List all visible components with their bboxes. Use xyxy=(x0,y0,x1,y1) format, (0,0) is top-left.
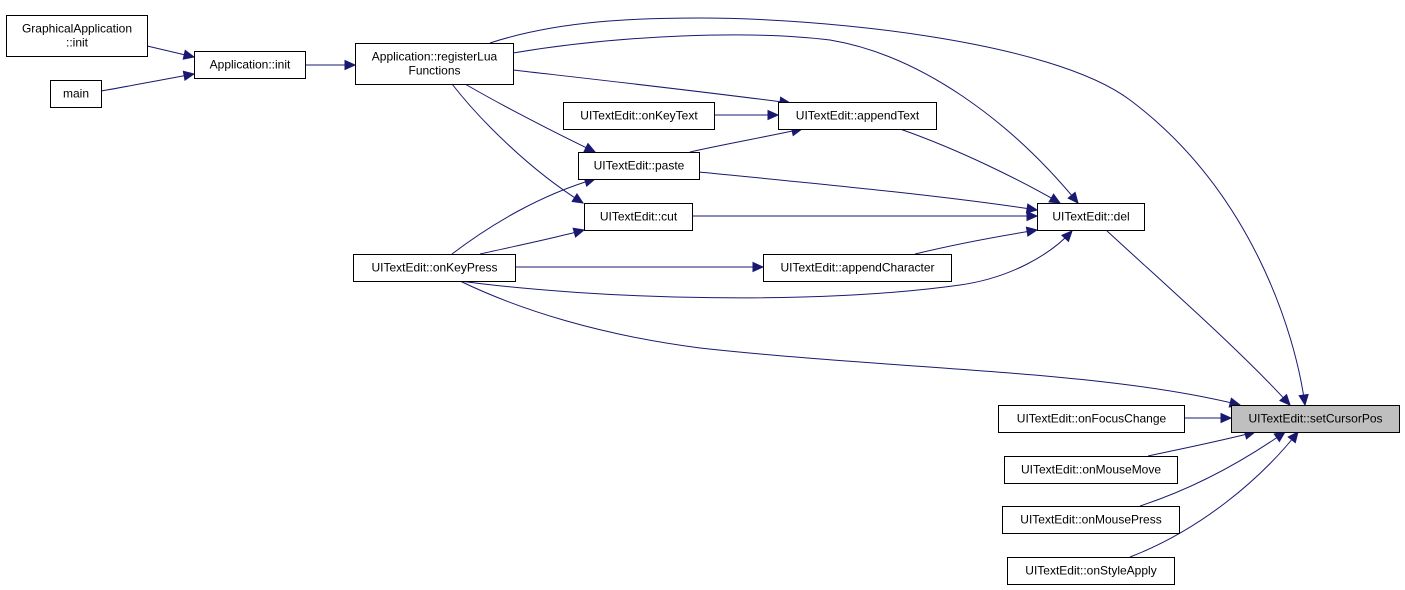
node-main[interactable]: main xyxy=(50,80,102,108)
edge-uitextedit-paste-to-uitextedit-del-arrowhead xyxy=(1025,203,1039,214)
edge-uitextedit-appendcharacter-to-uitextedit-del-arrowhead xyxy=(1025,226,1039,237)
edge-application-register-lua-functions-to-uitextedit-cut-arrowhead xyxy=(571,192,585,204)
edge-application-init-to-application-register-lua-functions-arrowhead xyxy=(344,59,357,71)
node-label: Application::init xyxy=(210,58,291,72)
edge-uitextedit-paste-to-uitextedit-appendtext xyxy=(689,128,803,153)
edge-uitextedit-del-to-uitextedit-setcursorpos xyxy=(1105,229,1291,406)
edge-uitextedit-onmousepress-to-uitextedit-setcursorpos xyxy=(1139,431,1286,507)
node-label: UITextEdit::onMousePress xyxy=(1020,513,1161,527)
edge-uitextedit-onmousepress-to-uitextedit-setcursorpos-arrowhead xyxy=(1273,431,1286,443)
node-label: Application::registerLua xyxy=(372,50,498,64)
edge-uitextedit-onfocuschange-to-uitextedit-setcursorpos-arrowhead xyxy=(1220,412,1233,424)
node-label: UITextEdit::onKeyPress xyxy=(371,261,497,275)
node-uitextedit-cut[interactable]: UITextEdit::cut xyxy=(584,203,693,231)
node-box[interactable] xyxy=(353,254,516,282)
node-box[interactable] xyxy=(1037,203,1145,231)
node-label: UITextEdit::setCursorPos xyxy=(1248,412,1382,426)
node-uitextedit-setcursorpos[interactable]: UITextEdit::setCursorPos xyxy=(1231,405,1400,433)
edge-uitextedit-appendcharacter-to-uitextedit-del xyxy=(914,229,1038,255)
node-box[interactable] xyxy=(1004,456,1178,484)
edge-application-register-lua-functions-to-uitextedit-del-arrowhead xyxy=(1067,191,1079,204)
edge-application-register-lua-functions-to-uitextedit-setcursorpos-arrowhead xyxy=(1298,393,1309,407)
edge-uitextedit-onkeypress-to-uitextedit-cut xyxy=(479,229,585,255)
edge-uitextedit-onkeypress-to-uitextedit-del-arrowhead xyxy=(1060,230,1073,243)
node-label: UITextEdit::cut xyxy=(600,210,678,224)
edge-uitextedit-paste-to-uitextedit-del xyxy=(698,171,1038,211)
edge-uitextedit-onkeypress-to-uitextedit-appendcharacter-arrowhead xyxy=(752,261,765,273)
edge-main-to-application-init xyxy=(100,73,195,92)
edge-main-to-application-init-arrowhead xyxy=(182,70,196,82)
node-box[interactable] xyxy=(1007,557,1175,585)
node-uitextedit-appendtext[interactable]: UITextEdit::appendText xyxy=(778,102,937,130)
node-uitextedit-del[interactable]: UITextEdit::del xyxy=(1037,203,1145,231)
edge-uitextedit-appendtext-to-uitextedit-del-arrowhead xyxy=(1048,193,1062,204)
node-uitextedit-onfocuschange[interactable]: UITextEdit::onFocusChange xyxy=(998,405,1185,433)
node-graphical-application-init[interactable]: GraphicalApplication::init xyxy=(6,15,148,57)
node-application-init[interactable]: Application::init xyxy=(194,51,306,79)
node-box[interactable] xyxy=(1231,405,1400,433)
node-uitextedit-onstyleapply[interactable]: UITextEdit::onStyleApply xyxy=(1007,557,1175,585)
edge-uitextedit-onkeypress-to-uitextedit-cut-arrowhead xyxy=(572,227,586,238)
node-label: UITextEdit::appendCharacter xyxy=(780,261,934,275)
edge-uitextedit-appendtext-to-uitextedit-del xyxy=(899,128,1061,204)
edges-layer xyxy=(100,17,1309,558)
node-label: UITextEdit::onKeyText xyxy=(580,109,698,123)
edge-application-register-lua-functions-to-uitextedit-del xyxy=(512,34,1079,204)
node-box[interactable] xyxy=(50,80,102,108)
node-box[interactable] xyxy=(355,43,514,85)
node-label: ::init xyxy=(66,36,89,50)
node-uitextedit-onkeytext[interactable]: UITextEdit::onKeyText xyxy=(563,102,715,130)
edge-graphical-application-init-to-application-init-arrowhead xyxy=(182,49,196,60)
node-label: UITextEdit::onFocusChange xyxy=(1017,412,1167,426)
node-box[interactable] xyxy=(578,152,700,180)
node-box[interactable] xyxy=(194,51,306,79)
node-box[interactable] xyxy=(778,102,937,130)
node-label: Functions xyxy=(408,64,460,78)
edge-uitextedit-onmousemove-to-uitextedit-setcursorpos xyxy=(1147,431,1256,457)
node-box[interactable] xyxy=(763,254,952,282)
node-uitextedit-onmousepress[interactable]: UITextEdit::onMousePress xyxy=(1002,506,1180,534)
edge-uitextedit-onstyleapply-to-uitextedit-setcursorpos-arrowhead xyxy=(1287,431,1299,444)
edge-uitextedit-del-to-uitextedit-setcursorpos-arrowhead xyxy=(1279,393,1291,406)
node-box[interactable] xyxy=(1002,506,1180,534)
node-label: UITextEdit::onStyleApply xyxy=(1025,564,1156,578)
edge-uitextedit-onkeypress-to-uitextedit-del xyxy=(459,230,1073,299)
edge-uitextedit-onkeytext-to-uitextedit-appendtext-arrowhead xyxy=(767,109,780,121)
node-label: main xyxy=(63,87,89,101)
edge-application-register-lua-functions-to-uitextedit-paste xyxy=(464,83,596,153)
node-label: GraphicalApplication xyxy=(22,22,132,36)
edge-application-register-lua-functions-to-uitextedit-appendtext xyxy=(512,69,791,104)
node-box[interactable] xyxy=(563,102,715,130)
node-uitextedit-paste[interactable]: UITextEdit::paste xyxy=(578,152,700,180)
node-label: UITextEdit::paste xyxy=(594,159,685,173)
node-label: UITextEdit::del xyxy=(1052,210,1129,224)
edge-uitextedit-onkeypress-to-uitextedit-setcursorpos xyxy=(459,280,1241,406)
node-label: UITextEdit::appendText xyxy=(796,109,920,123)
node-box[interactable] xyxy=(6,15,148,57)
edge-application-register-lua-functions-to-uitextedit-cut xyxy=(451,83,584,204)
edge-uitextedit-onkeypress-to-uitextedit-paste xyxy=(451,178,596,255)
edge-application-register-lua-functions-to-uitextedit-setcursorpos xyxy=(489,17,1306,406)
edge-uitextedit-cut-to-uitextedit-del-arrowhead xyxy=(1026,210,1039,222)
node-box[interactable] xyxy=(998,405,1185,433)
node-label: UITextEdit::onMouseMove xyxy=(1021,463,1161,477)
edge-application-register-lua-functions-to-uitextedit-paste-arrowhead xyxy=(583,142,597,153)
node-box[interactable] xyxy=(584,203,693,231)
edge-uitextedit-onstyleapply-to-uitextedit-setcursorpos xyxy=(1129,431,1299,558)
node-uitextedit-onkeypress[interactable]: UITextEdit::onKeyPress xyxy=(353,254,516,282)
node-uitextedit-appendcharacter[interactable]: UITextEdit::appendCharacter xyxy=(763,254,952,282)
node-uitextedit-onmousemove[interactable]: UITextEdit::onMouseMove xyxy=(1004,456,1178,484)
